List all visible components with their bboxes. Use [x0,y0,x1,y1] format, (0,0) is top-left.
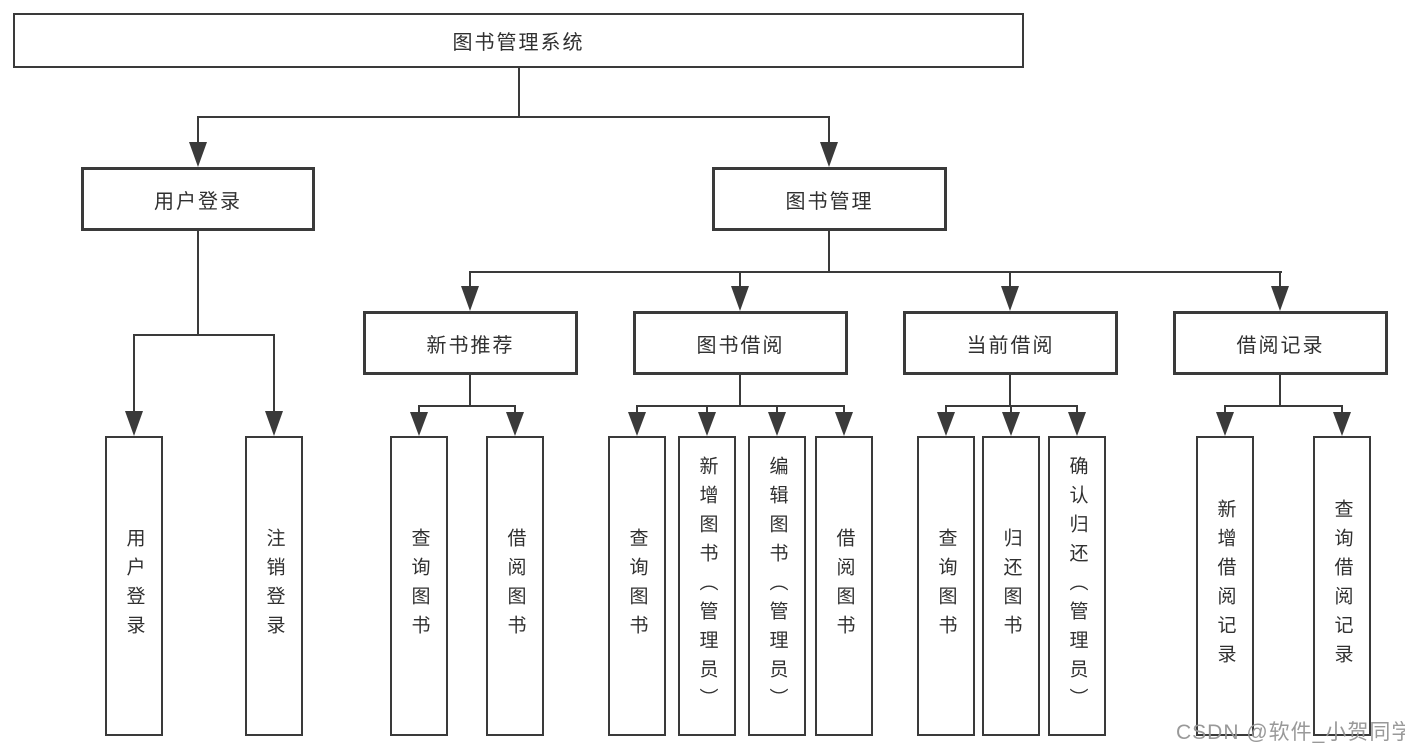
leaf-query-books-recommend: 查询图书 [390,436,448,736]
leaf-add-book-admin-label: 新增图书（管理员） [696,455,718,717]
leaf-user-login: 用户登录 [105,436,163,736]
node-new-book-recommend-label: 新书推荐 [426,334,515,357]
leaf-logout: 注销登录 [245,436,303,736]
leaf-borrow-books-recommend-label: 借阅图书 [504,528,526,644]
leaf-return-book: 归还图书 [982,436,1040,736]
node-book-borrow: 图书借阅 [633,311,848,375]
leaf-edit-book-admin-label: 编辑图书（管理员） [766,455,788,717]
node-current-borrow-label: 当前借阅 [966,334,1055,357]
node-new-book-recommend: 新书推荐 [363,311,578,375]
leaf-add-borrow-record: 新增借阅记录 [1196,436,1254,736]
node-current-borrow: 当前借阅 [903,311,1118,375]
leaf-query-books-current-label: 查询图书 [935,528,957,644]
leaf-query-borrow-record-label: 查询借阅记录 [1331,499,1353,673]
leaf-query-books-borrow-label: 查询图书 [626,528,648,644]
node-borrow-records-label: 借阅记录 [1236,334,1325,357]
leaf-borrow-books-label: 借阅图书 [833,528,855,644]
leaf-add-borrow-record-label: 新增借阅记录 [1214,499,1236,673]
leaf-return-book-label: 归还图书 [1000,528,1022,644]
node-user-login-label: 用户登录 [154,190,242,213]
node-book-management-label: 图书管理 [785,190,874,213]
leaf-confirm-return-admin: 确认归还（管理员） [1048,436,1106,736]
leaf-add-book-admin: 新增图书（管理员） [678,436,736,736]
node-book-management: 图书管理 [712,167,947,231]
leaf-borrow-books: 借阅图书 [815,436,873,736]
leaf-query-books-borrow: 查询图书 [608,436,666,736]
node-book-borrow-label: 图书借阅 [696,334,785,357]
node-root-label: 图书管理系统 [452,32,585,54]
leaf-user-login-label: 用户登录 [123,528,145,644]
node-borrow-records: 借阅记录 [1173,311,1388,375]
node-root: 图书管理系统 [13,13,1024,68]
leaf-query-books-recommend-label: 查询图书 [408,528,430,644]
leaf-query-books-current: 查询图书 [917,436,975,736]
leaf-logout-label: 注销登录 [263,528,285,644]
leaf-edit-book-admin: 编辑图书（管理员） [748,436,806,736]
csdn-watermark: CSDN @软件_小贺同学 [1176,721,1405,744]
node-user-login: 用户登录 [81,167,315,231]
leaf-query-borrow-record: 查询借阅记录 [1313,436,1371,736]
leaf-confirm-return-admin-label: 确认归还（管理员） [1066,455,1088,717]
leaf-borrow-books-recommend: 借阅图书 [486,436,544,736]
